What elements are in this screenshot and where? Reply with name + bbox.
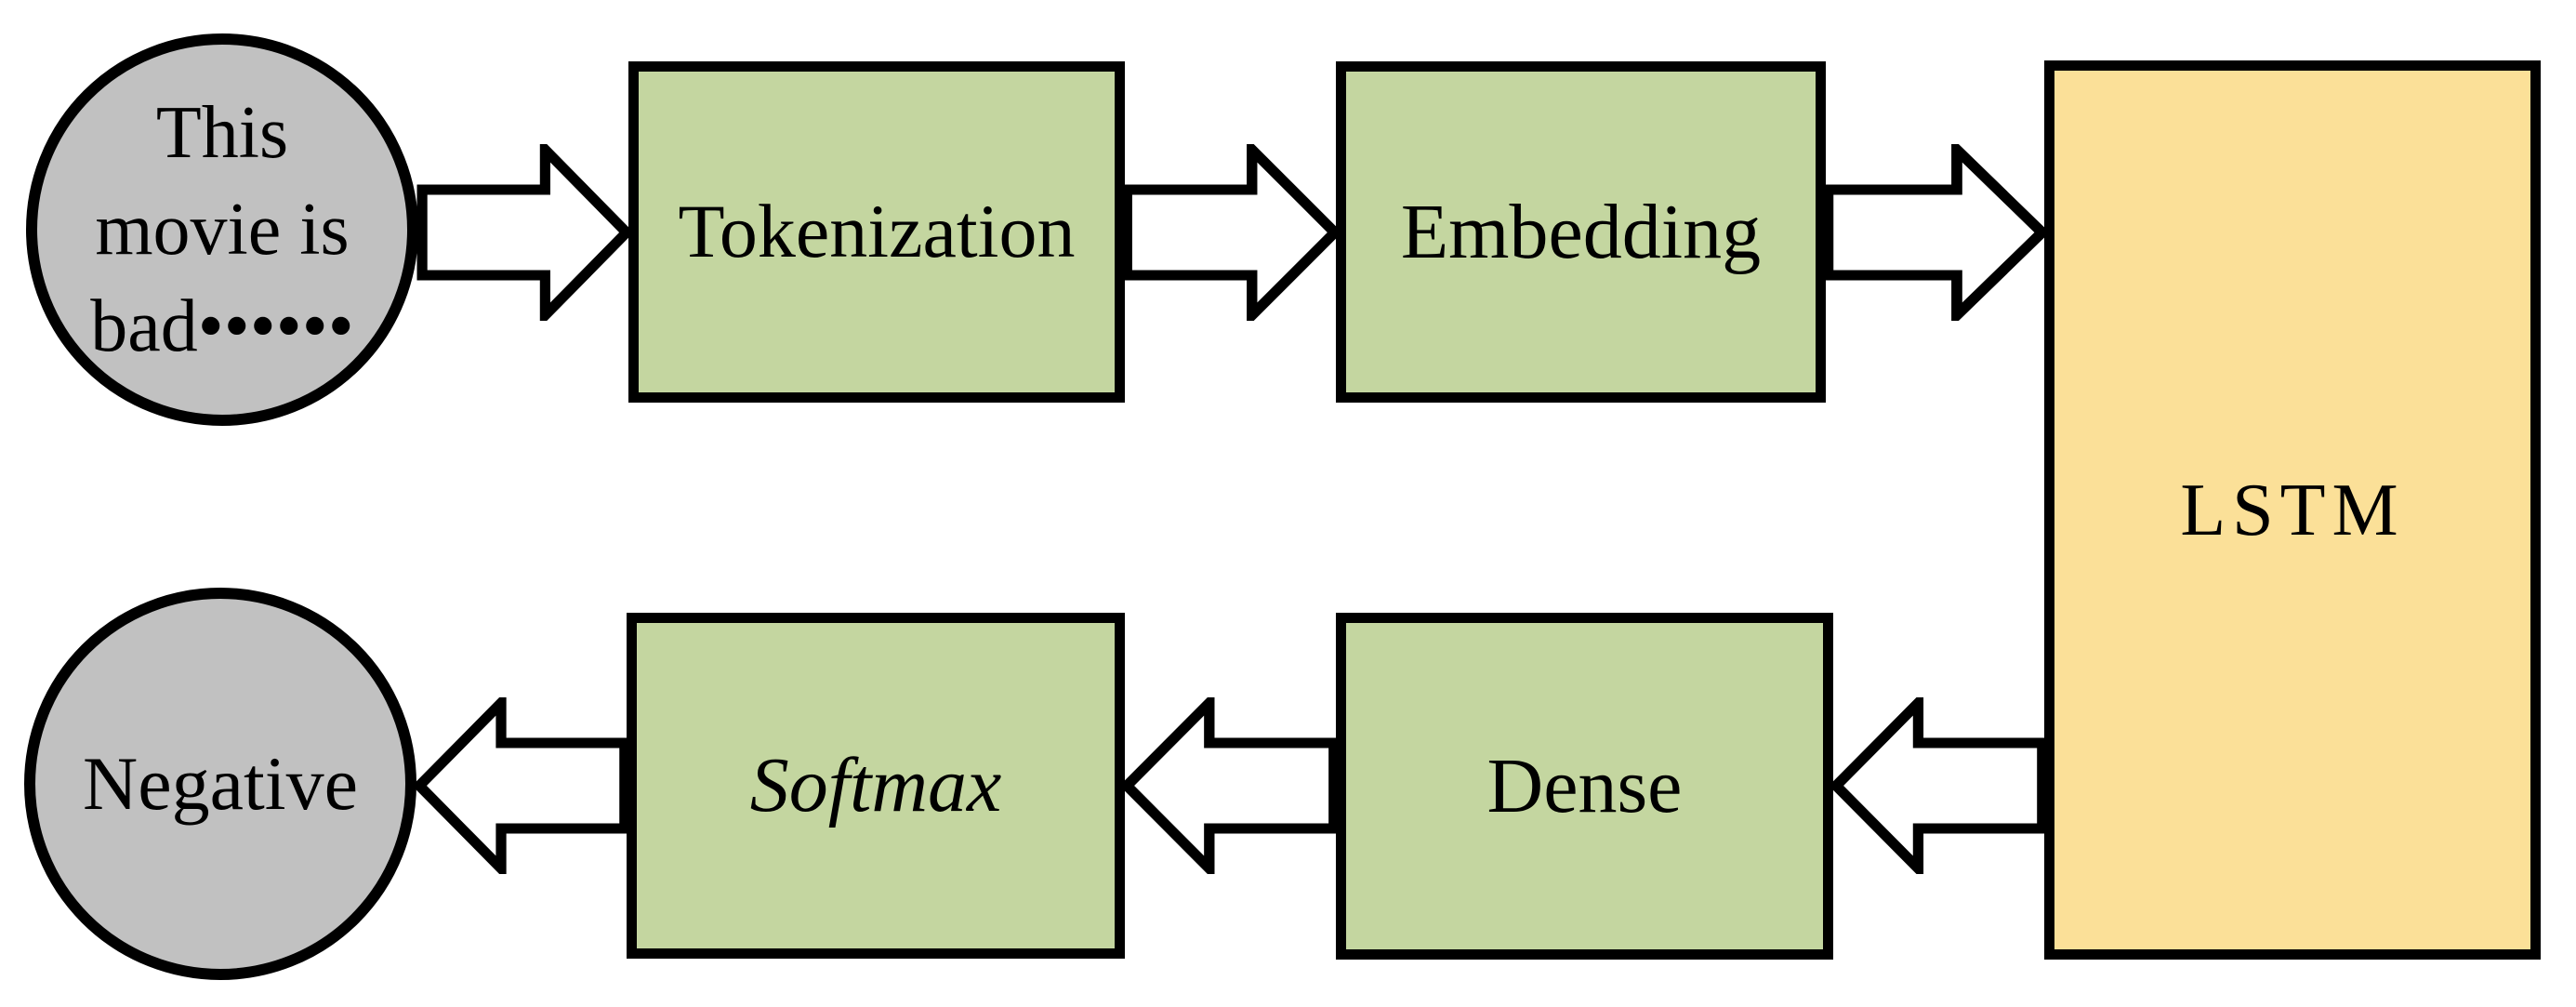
- node-output-negative: Negative: [24, 588, 416, 980]
- arrow-input-to-tokenization: [416, 144, 632, 321]
- node-input-sentence: This movie is bad••••••: [26, 33, 418, 426]
- node-label: Softmax: [749, 742, 1002, 829]
- input-line-2: movie is: [95, 189, 350, 271]
- node-tokenization: Tokenization: [628, 61, 1125, 403]
- input-line-3: bad••••••: [90, 285, 354, 367]
- arrow-dense-to-softmax: [1121, 697, 1340, 874]
- node-lstm: LSTM: [2044, 60, 2541, 960]
- arrow-lstm-to-dense: [1830, 697, 2048, 874]
- node-label: Dense: [1486, 742, 1683, 829]
- node-label: This movie is bad••••••: [90, 85, 354, 375]
- arrow-tokenization-to-embedding: [1121, 144, 1341, 321]
- node-label: Tokenization: [678, 189, 1076, 274]
- input-line-1: This: [155, 92, 289, 174]
- node-label: LSTM: [2180, 469, 2405, 551]
- arrow-embedding-to-lstm: [1822, 144, 2048, 321]
- node-label: Embedding: [1400, 188, 1762, 275]
- node-dense: Dense: [1336, 613, 1833, 960]
- node-embedding: Embedding: [1336, 61, 1826, 403]
- arrow-softmax-to-output: [414, 697, 630, 874]
- node-softmax: Softmax: [627, 613, 1125, 959]
- node-label: Negative: [83, 740, 358, 826]
